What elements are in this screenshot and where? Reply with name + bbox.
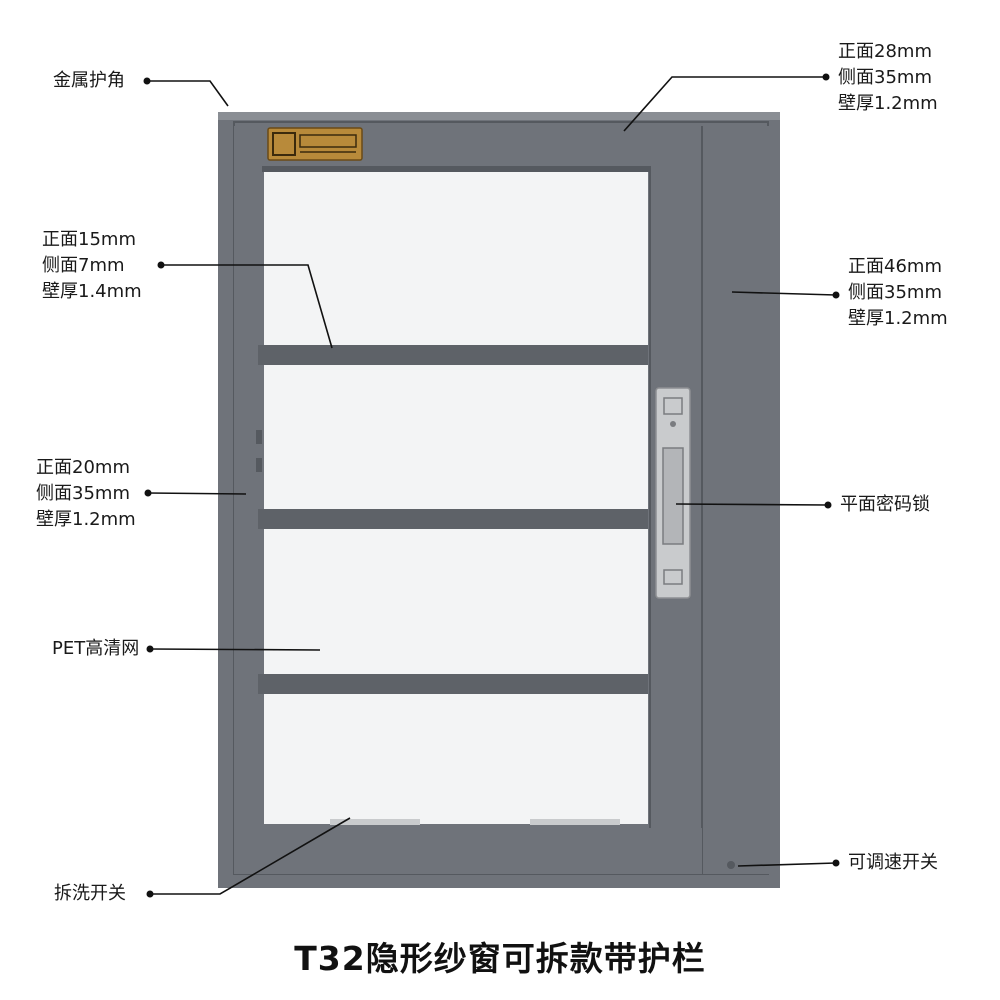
annotation-corner-line: 金属护角 bbox=[53, 70, 125, 91]
guard-bar-3 bbox=[258, 674, 648, 694]
page-title: T32隐形纱窗可拆款带护栏 bbox=[294, 939, 706, 978]
annotation-speed-switch: 可调速开关 bbox=[848, 850, 938, 876]
leader-top-frame bbox=[623, 73, 830, 132]
annotation-corner: 金属护角 bbox=[53, 68, 125, 94]
annotation-wash-switch-line: 拆洗开关 bbox=[54, 883, 126, 904]
annotation-speed-switch-line: 可调速开关 bbox=[848, 852, 938, 873]
wash-clip-right bbox=[530, 819, 620, 825]
leader-speed-switch bbox=[737, 859, 840, 867]
brand-plate-icon bbox=[267, 127, 363, 161]
leader-bar bbox=[157, 261, 333, 349]
outer-frame-bevel bbox=[218, 112, 780, 120]
mesh-top-shadow bbox=[262, 166, 650, 172]
leader-left-frame bbox=[144, 489, 247, 497]
annotation-bar: 正面15mm 侧面7mm 壁厚1.4mm bbox=[42, 227, 142, 305]
guard-bar-1 bbox=[258, 345, 648, 365]
left-stile-clip-1 bbox=[256, 430, 262, 444]
annotation-wash-switch: 拆洗开关 bbox=[54, 881, 126, 907]
annotation-lock: 平面密码锁 bbox=[840, 492, 930, 518]
annotation-bar-line-3: 壁厚1.4mm bbox=[42, 281, 142, 302]
annotation-left-frame: 正面20mm 侧面35mm 壁厚1.2mm bbox=[36, 455, 136, 533]
annotation-top-frame-line-1: 正面28mm bbox=[838, 41, 932, 62]
annotation-bar-line-1: 正面15mm bbox=[42, 229, 136, 250]
annotation-left-frame-line-2: 侧面35mm bbox=[36, 483, 130, 504]
guard-bar-2 bbox=[258, 509, 648, 529]
annotation-lock-line: 平面密码锁 bbox=[840, 494, 930, 515]
annotation-top-frame-line-3: 壁厚1.2mm bbox=[838, 93, 938, 114]
left-stile-clip-2 bbox=[256, 458, 262, 472]
leader-wash-switch bbox=[146, 817, 351, 898]
annotation-mesh-line: PET高清网 bbox=[52, 638, 140, 659]
annotation-top-frame-line-2: 侧面35mm bbox=[838, 67, 932, 88]
speed-switch-dot bbox=[727, 861, 735, 869]
annotation-left-frame-line-3: 壁厚1.2mm bbox=[36, 509, 136, 530]
mesh-screen bbox=[264, 172, 648, 824]
annotation-right-frame-line-2: 侧面35mm bbox=[848, 282, 942, 303]
leader-mesh bbox=[146, 645, 321, 653]
annotation-bar-line-2: 侧面7mm bbox=[42, 255, 125, 276]
annotation-top-frame: 正面28mm 侧面35mm 壁厚1.2mm bbox=[838, 39, 938, 117]
annotation-mesh: PET高清网 bbox=[52, 636, 139, 662]
bottom-frame-rail bbox=[234, 828, 702, 874]
wash-clip-left bbox=[330, 819, 420, 825]
annotation-right-frame-line-1: 正面46mm bbox=[848, 256, 942, 277]
annotation-right-frame-line-3: 壁厚1.2mm bbox=[848, 308, 948, 329]
annotation-right-frame: 正面46mm 侧面35mm 壁厚1.2mm bbox=[848, 254, 948, 332]
annotation-left-frame-line-1: 正面20mm bbox=[36, 457, 130, 478]
leader-corner bbox=[143, 77, 229, 107]
left-frame-stile bbox=[234, 126, 262, 874]
password-lock-icon bbox=[655, 387, 691, 599]
leader-lock bbox=[675, 501, 832, 509]
right-frame-stile bbox=[700, 126, 770, 874]
leader-right-frame bbox=[731, 291, 840, 299]
